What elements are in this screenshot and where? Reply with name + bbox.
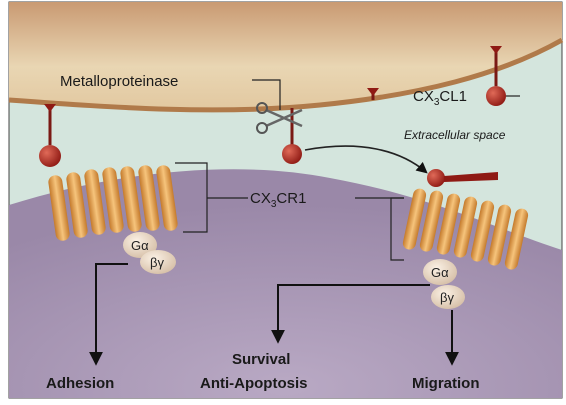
outcome-adhesion: Adhesion [46, 375, 114, 392]
g-alpha-label-left: Gα [131, 238, 149, 253]
metalloproteinase-label: Metalloproteinase [60, 73, 178, 90]
outcome-survival: Survival [232, 351, 290, 368]
g-betagamma-label-right: βγ [440, 290, 454, 305]
outcome-migration: Migration [412, 375, 480, 392]
g-betagamma-label-left: βγ [150, 255, 164, 270]
g-alpha-label-right: Gα [431, 265, 449, 280]
extracellular-space-label: Extracellular space [404, 128, 506, 142]
outcome-anti-apoptosis: Anti-Apoptosis [200, 375, 307, 392]
